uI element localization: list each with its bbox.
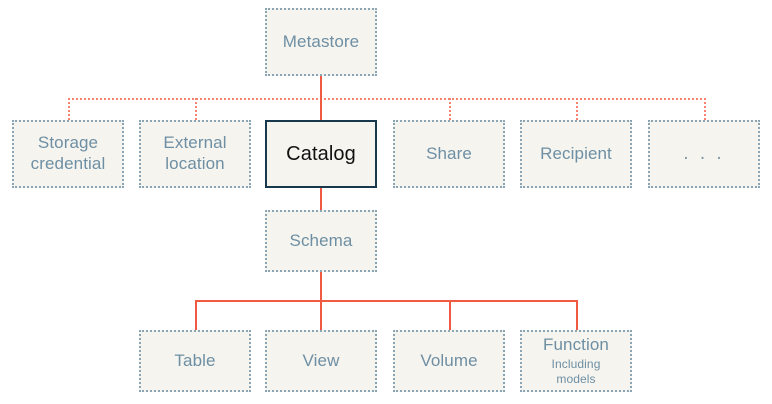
- node-recipient[interactable]: Recipient: [520, 120, 632, 188]
- connector-drop-external-location: [195, 98, 197, 120]
- node-volume[interactable]: Volume: [393, 330, 505, 392]
- node-metastore-label: Metastore: [282, 31, 360, 51]
- node-function[interactable]: Function Including models: [520, 330, 632, 392]
- connector-schema-bus: [320, 272, 322, 302]
- connector-drop-volume: [449, 300, 451, 330]
- node-external-location-label: External location: [163, 133, 227, 173]
- connector-drop-function: [576, 300, 578, 330]
- connector-catalog-schema: [320, 188, 322, 210]
- node-recipient-label: Recipient: [540, 143, 612, 163]
- node-storage-credential[interactable]: Storage credential: [12, 120, 124, 188]
- node-table-label: Table: [174, 350, 216, 370]
- node-share-label: Share: [426, 143, 472, 163]
- node-more[interactable]: . . .: [648, 120, 760, 188]
- node-view-label: View: [302, 350, 340, 370]
- connector-drop-recipient: [576, 98, 578, 120]
- connector-drop-share: [449, 98, 451, 120]
- node-metastore[interactable]: Metastore: [265, 8, 377, 76]
- node-schema[interactable]: Schema: [265, 210, 377, 272]
- connector-metastore-bus: [68, 98, 706, 100]
- node-catalog[interactable]: Catalog: [265, 120, 377, 188]
- connector-metastore-down: [320, 76, 322, 98]
- node-more-label: . . .: [683, 143, 725, 165]
- node-external-location[interactable]: External location: [139, 120, 251, 188]
- node-catalog-label: Catalog: [286, 142, 356, 165]
- connector-drop-more: [704, 98, 706, 120]
- connector-drop-view: [320, 300, 322, 330]
- connector-spine-metastore-catalog: [320, 98, 322, 122]
- node-storage-credential-label: Storage credential: [30, 133, 106, 173]
- node-function-label: Function: [542, 335, 609, 355]
- node-table[interactable]: Table: [139, 330, 251, 392]
- node-volume-label: Volume: [420, 350, 478, 370]
- node-share[interactable]: Share: [393, 120, 505, 188]
- connector-drop-storage-credential: [68, 98, 70, 120]
- node-schema-label: Schema: [289, 230, 353, 250]
- connector-drop-table: [195, 300, 197, 330]
- node-view[interactable]: View: [265, 330, 377, 392]
- node-function-sublabel: Including models: [551, 356, 601, 386]
- connector-schema-bus-horizontal: [195, 300, 576, 302]
